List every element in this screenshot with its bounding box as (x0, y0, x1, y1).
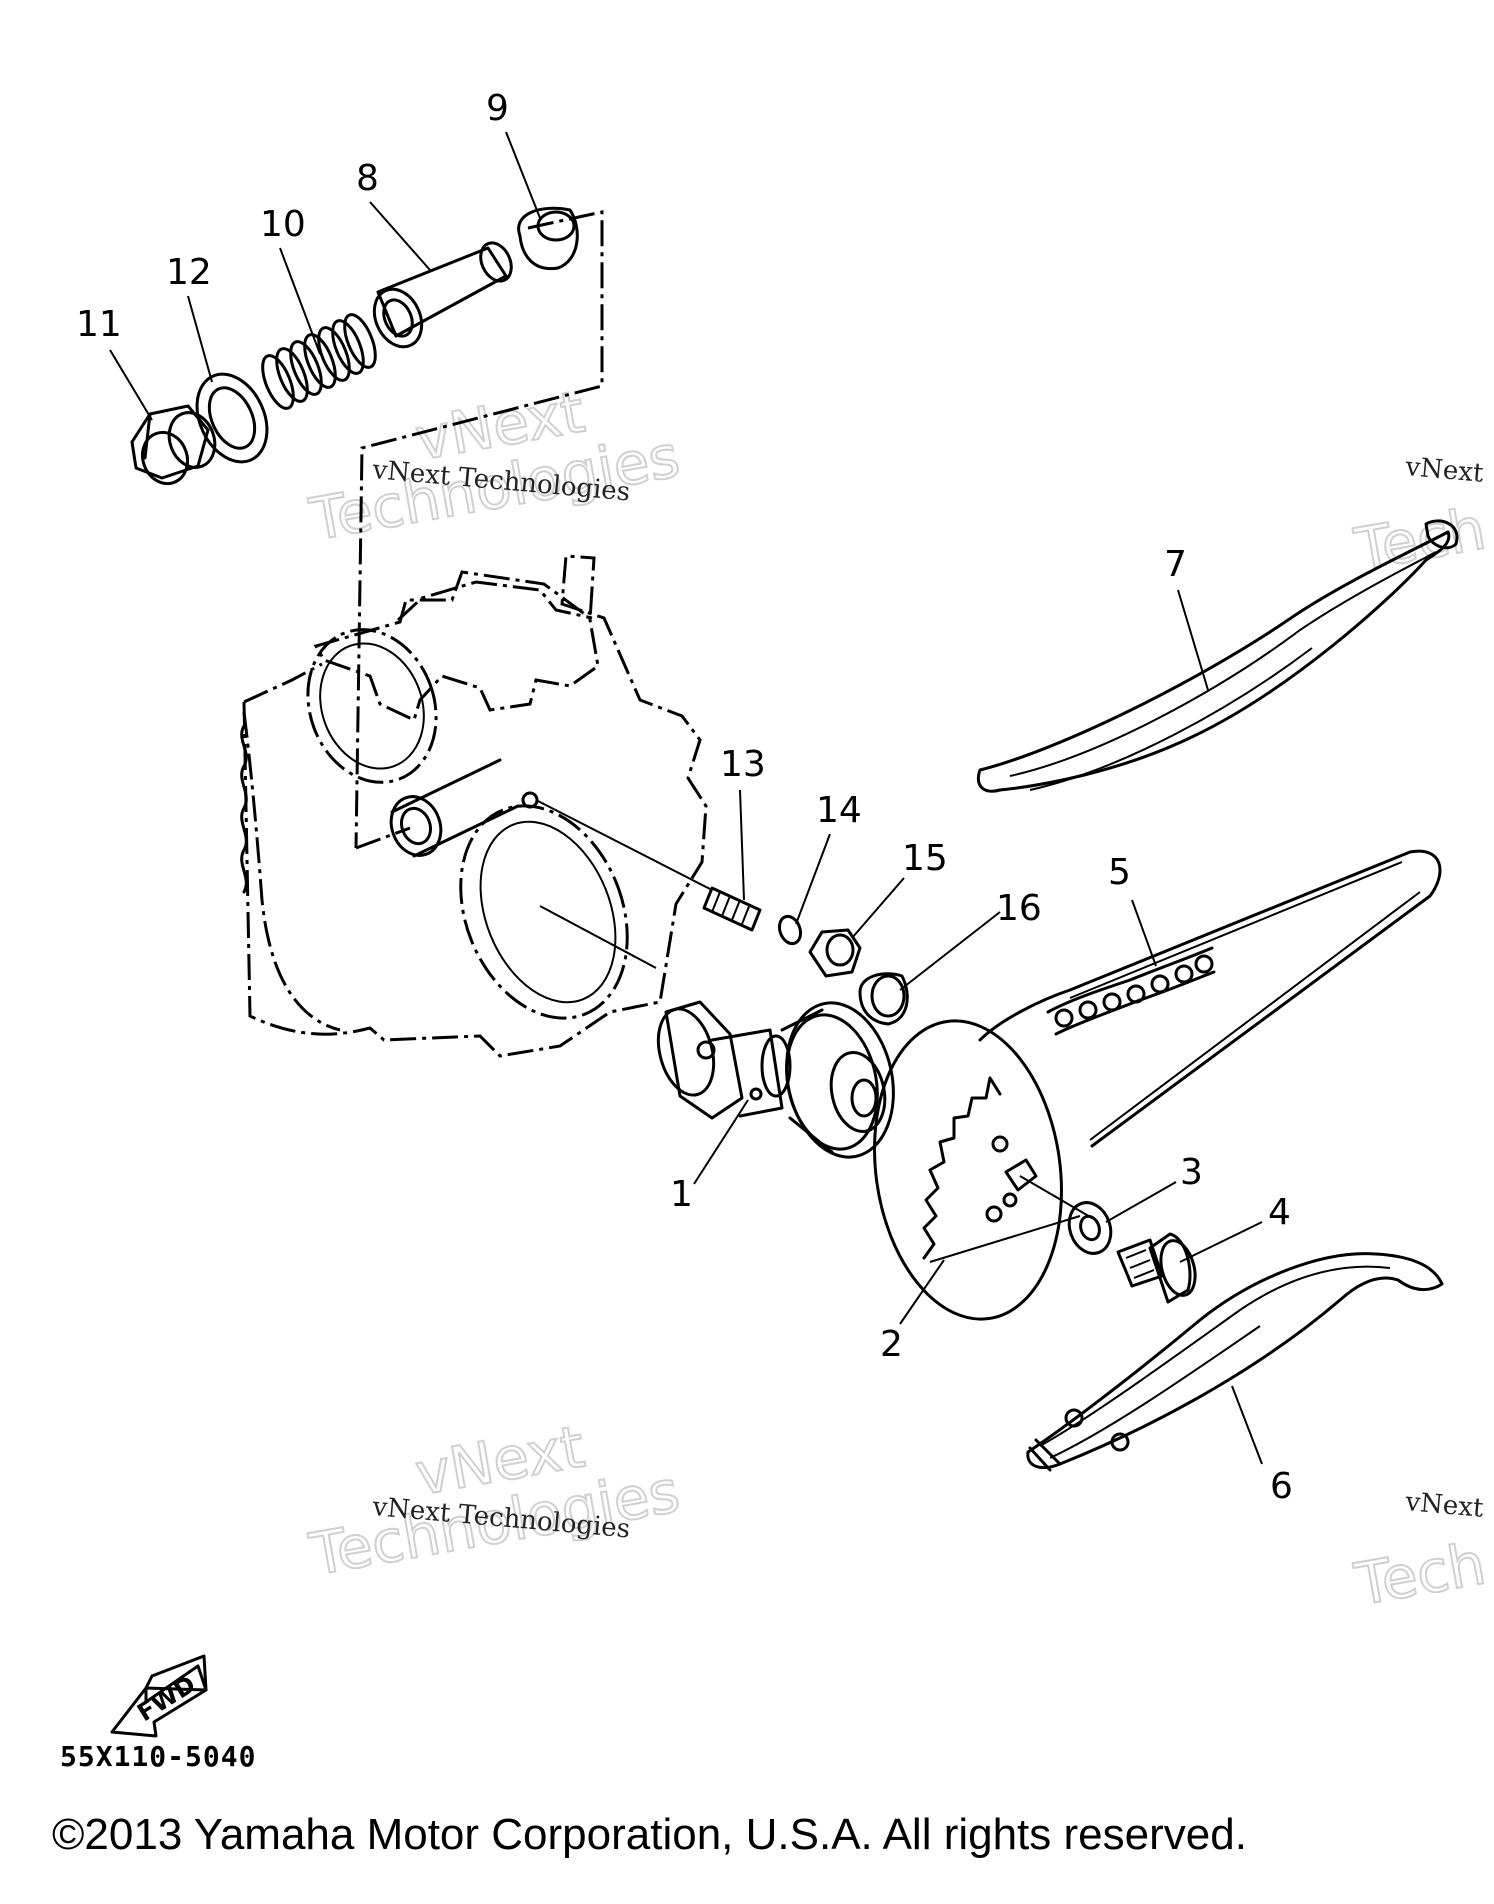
tensioner-rod-part (372, 241, 513, 349)
cam-sprocket-part (873, 1019, 1093, 1321)
watermark-lower: vNext Technologies vNext Technologies (304, 1411, 686, 1590)
cap-nut-part (858, 972, 909, 1026)
cam-chain-loop (978, 849, 1442, 1148)
callout-13: 13 (720, 744, 766, 785)
callout-14: 14 (816, 790, 862, 831)
copyright-notice: ©2013 Yamaha Motor Corporation, U.S.A. A… (52, 1810, 1247, 1859)
leader-lines (109, 131, 1263, 1465)
engine-case (240, 554, 708, 1058)
camshaft-part (656, 1000, 895, 1159)
callout-7: 7 (1164, 544, 1187, 585)
diagram-part-code: 55X110-5040 (60, 1740, 257, 1773)
callout-6: 6 (1270, 1466, 1293, 1507)
lower-chain-guide-part (1026, 1252, 1444, 1472)
fwd-label: FWD (132, 1670, 200, 1727)
callout-10: 10 (260, 204, 306, 245)
watermark-edge-upper: vNext Tech (1349, 452, 1492, 585)
gasket-part (195, 372, 269, 464)
callout-4: 4 (1268, 1192, 1291, 1233)
chain-segment-part (1046, 946, 1216, 1036)
callout-8: 8 (356, 158, 379, 199)
callout-5: 5 (1108, 852, 1131, 893)
callout-9: 9 (486, 88, 509, 129)
dowel-pin-part (535, 799, 762, 932)
callout-11: 11 (76, 304, 122, 345)
svg-text:vNext: vNext (1403, 452, 1485, 489)
callout-16: 16 (996, 888, 1042, 929)
spring-part (261, 313, 377, 410)
watermark-edge-lower: vNext Tech (1349, 1487, 1492, 1620)
upper-chain-guide-part (977, 519, 1459, 793)
callout-numbers: 1 2 3 4 5 6 7 8 9 10 11 12 13 14 15 16 (76, 88, 1293, 1507)
fwd-arrow-icon: FWD (110, 1654, 208, 1738)
callout-2: 2 (880, 1324, 903, 1365)
svg-text:vNext: vNext (1403, 1487, 1485, 1524)
callout-3: 3 (1180, 1152, 1203, 1193)
tensioner-assembly-frame (354, 210, 604, 850)
callout-15: 15 (902, 838, 948, 879)
bolt-part (1116, 1232, 1197, 1304)
svg-text:Tech: Tech (1350, 1529, 1491, 1619)
callout-12: 12 (166, 252, 212, 293)
flange-nut-part (808, 928, 862, 978)
tensioner-cap-part (517, 206, 579, 271)
cap-bolt-part (130, 404, 217, 486)
callout-1: 1 (670, 1174, 693, 1215)
o-ring-part (777, 914, 803, 946)
